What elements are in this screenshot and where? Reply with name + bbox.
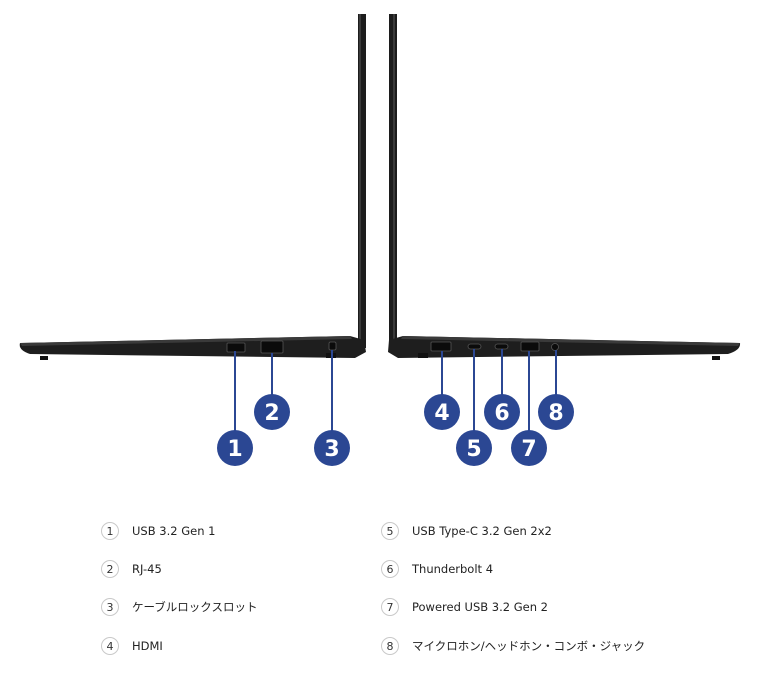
legend-label-1: USB 3.2 Gen 1 — [132, 524, 216, 538]
callout-number-6: 6 — [494, 401, 509, 426]
lock-slot — [328, 341, 337, 351]
callout-number-8: 8 — [548, 401, 563, 426]
legend-number-7: 7 — [381, 598, 399, 616]
legend-number-6: 6 — [381, 560, 399, 578]
legend-number-3: 3 — [101, 598, 119, 616]
legend-number-5: 5 — [381, 522, 399, 540]
callout-marker-8 — [538, 394, 574, 430]
legend-item-5: 5 USB Type-C 3.2 Gen 2x2 — [381, 520, 552, 542]
callout-number-4: 4 — [434, 401, 449, 426]
callout-marker-3 — [314, 430, 350, 466]
hdmi-port — [430, 341, 452, 352]
usb-a-port-1 — [226, 342, 246, 353]
ports-legend: 1 USB 3.2 Gen 1 2 RJ-45 3 ケーブルロックスロット 4 … — [0, 505, 761, 665]
legend-label-6: Thunderbolt 4 — [412, 562, 494, 576]
legend-label-5: USB Type-C 3.2 Gen 2x2 — [412, 524, 552, 538]
callout-marker-1 — [217, 430, 253, 466]
right-laptop-side-view — [388, 14, 741, 360]
callout-marker-4 — [424, 394, 460, 430]
legend-item-2: 2 RJ-45 — [101, 558, 162, 580]
legend-item-4: 4 HDMI — [101, 635, 163, 657]
legend-number-2: 2 — [101, 560, 119, 578]
callout-marker-2 — [254, 394, 290, 430]
thunderbolt-port — [494, 343, 509, 350]
legend-number-8: 8 — [381, 637, 399, 655]
legend-label-8: マイクロホン/ヘッドホン・コンボ・ジャック — [412, 639, 646, 653]
callout-marker-7 — [511, 430, 547, 466]
callout-number-2: 2 — [264, 401, 279, 426]
legend-label-7: Powered USB 3.2 Gen 2 — [412, 600, 549, 614]
legend-label-3: ケーブルロックスロット — [132, 600, 258, 614]
legend-number-1: 1 — [101, 522, 119, 540]
usb-a-port-2 — [520, 341, 540, 352]
legend-item-8: 8 マイクロホン/ヘッドホン・コンボ・ジャック — [381, 635, 645, 657]
callout-number-3: 3 — [324, 437, 339, 462]
legend-number-4: 4 — [101, 637, 119, 655]
callout-marker-6 — [484, 394, 520, 430]
legend-item-1: 1 USB 3.2 Gen 1 — [101, 520, 215, 542]
legend-item-3: 3 ケーブルロックスロット — [101, 596, 257, 618]
rj45-port — [260, 340, 284, 354]
audio-jack — [551, 343, 559, 351]
callout-number-1: 1 — [227, 437, 242, 462]
usb-c-port — [467, 343, 482, 350]
legend-item-6: 6 Thunderbolt 4 — [381, 558, 493, 580]
left-laptop-side-view — [19, 14, 366, 360]
legend-label-2: RJ-45 — [132, 562, 162, 576]
callout-marker-5 — [456, 430, 492, 466]
callout-lines — [234, 349, 557, 432]
callout-number-7: 7 — [521, 437, 536, 462]
legend-item-7: 7 Powered USB 3.2 Gen 2 — [381, 596, 548, 618]
callout-number-5: 5 — [466, 437, 481, 462]
legend-label-4: HDMI — [132, 639, 163, 653]
